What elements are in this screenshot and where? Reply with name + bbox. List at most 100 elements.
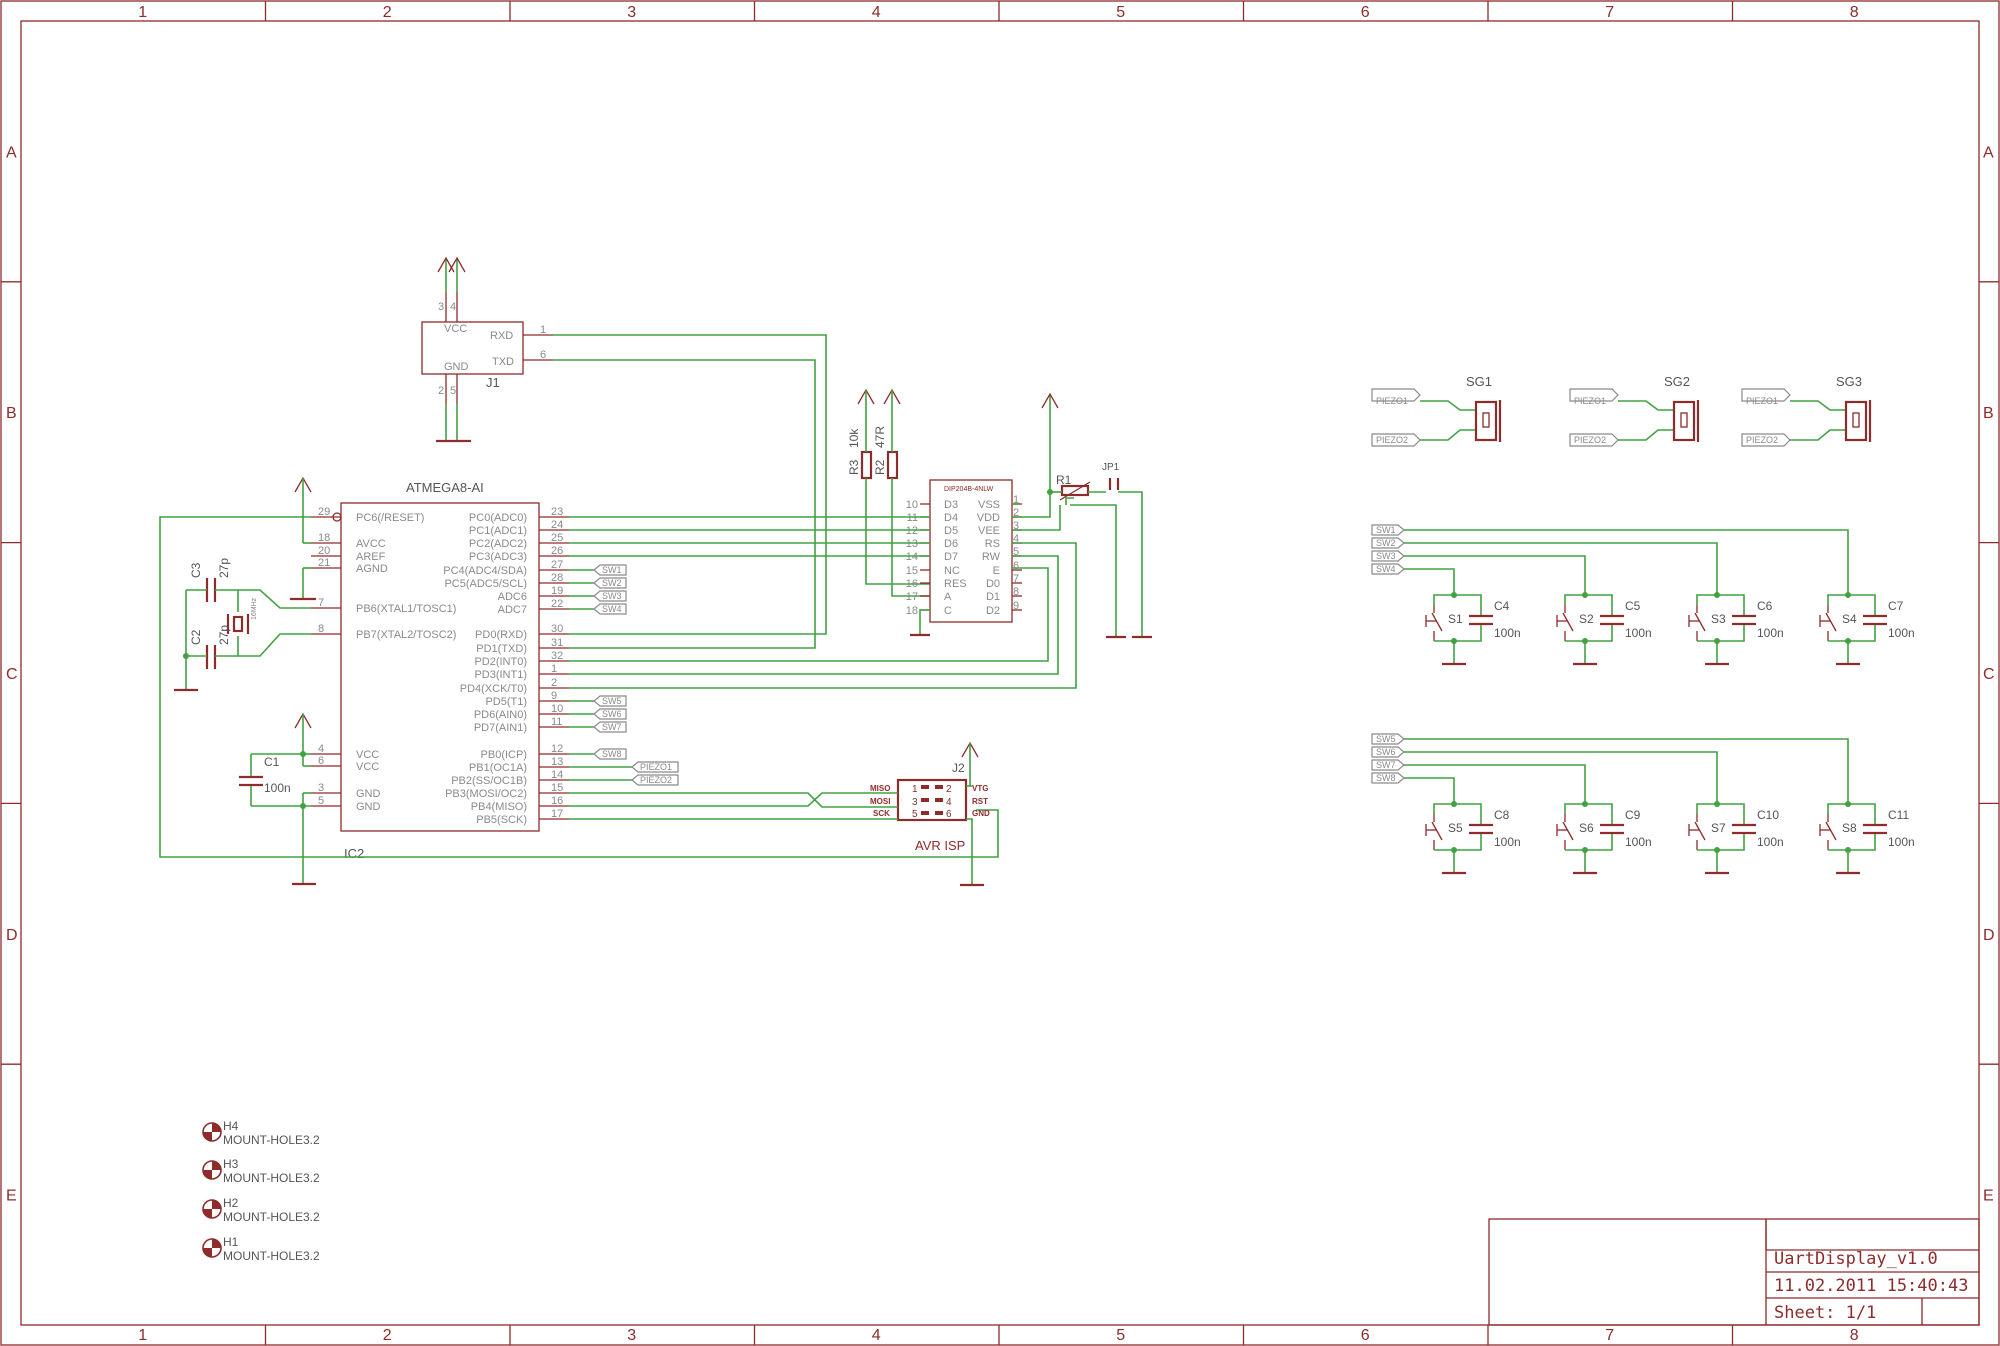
svg-text:C1: C1: [264, 755, 280, 769]
svg-text:2: 2: [946, 784, 952, 795]
svg-text:R1: R1: [1056, 473, 1072, 487]
lcd-pin-number: 16: [906, 578, 918, 590]
frame-row-label: D: [6, 927, 18, 944]
lcd-pin-name: VDD: [977, 512, 1000, 524]
svg-text:1: 1: [912, 784, 918, 795]
lcd-pin-number: 14: [906, 551, 918, 563]
mcu-pin-number: 32: [551, 650, 563, 662]
lcd-pin-name: D4: [944, 512, 958, 524]
mcu-pin-number: 17: [551, 808, 563, 820]
potentiometer-r1[interactable]: R1: [1056, 473, 1091, 501]
net-flag-label: SW1: [602, 565, 622, 575]
svg-text:R3: R3: [847, 459, 861, 475]
title-text: UartDisplay_v1.0: [1774, 1249, 1938, 1269]
hole-ref: H2: [223, 1196, 239, 1210]
capacitor-c1[interactable]: C1 100n: [239, 754, 291, 806]
net-flag: [593, 603, 627, 615]
net-flag: [593, 708, 627, 720]
mcu-pin-name: PD5(T1): [485, 696, 527, 708]
mcu-pin-number: 21: [318, 557, 330, 569]
jumper-jp1[interactable]: JP1: [1102, 462, 1120, 490]
frame-col-label: 4: [872, 4, 881, 21]
mcu-pin-name: PC1(ADC1): [469, 525, 527, 537]
frame-col-label: 4: [872, 1327, 881, 1344]
net-flag-label: SW2: [602, 578, 622, 588]
svg-text:100n: 100n: [264, 781, 291, 795]
svg-text:3: 3: [912, 797, 918, 808]
net-flag-label: SW3: [602, 591, 622, 601]
resistor-r3[interactable]: R3 10k: [847, 428, 873, 480]
lcd-pin-number: 15: [906, 565, 918, 577]
mcu-pin-number: 31: [551, 637, 563, 649]
switch-ref: S1: [1448, 612, 1463, 626]
lcd-dip204[interactable]: DIP204B-4NLW D310D411D512D613D714NC15RES…: [906, 479, 1022, 623]
gnd-symbol-j1: [436, 404, 471, 443]
mcu-pin-number: 25: [551, 532, 563, 544]
frame-col-label: 5: [1116, 4, 1125, 21]
lcd-pin-number: 2: [1013, 507, 1019, 519]
net-flag: [631, 774, 679, 786]
net-flag: [593, 564, 627, 576]
mcu-pin-name: PD6(AIN0): [474, 709, 527, 721]
hole-name: MOUNT-HOLE3.2: [223, 1171, 320, 1185]
frame-col-label: 1: [138, 4, 147, 21]
crystal[interactable]: 16MHz: [226, 597, 258, 634]
mcu-pin-number: 28: [551, 572, 563, 584]
vcc-symbol-avcc: [294, 476, 312, 544]
mcu-pin-number: 30: [551, 623, 563, 635]
mcu-pin-name: PC3(ADC3): [469, 551, 527, 563]
switch-ref: S8: [1842, 821, 1857, 835]
mcu-pin-name: PB3(MOSI/OC2): [445, 788, 527, 800]
isp-connector-j2[interactable]: J2 AVR ISP MISO MOSI SCK VTG RST GND 1 3…: [870, 761, 990, 853]
frame-col-label: 8: [1850, 1327, 1859, 1344]
mcu-pin-number: 8: [318, 623, 324, 635]
vcc-symbol-isp: [961, 741, 979, 786]
frame-row-label: A: [6, 144, 17, 161]
cap-ref: C4: [1494, 599, 1510, 613]
capacitor-c3[interactable]: C3 27p: [189, 558, 231, 602]
net-flag: [1371, 563, 1405, 575]
lcd-pin-number: 6: [1013, 560, 1019, 572]
lcd-pin-number: 3: [1013, 520, 1019, 532]
svg-text:RXD: RXD: [490, 330, 513, 342]
cap-value: 100n: [1757, 835, 1784, 849]
gnd-symbol-agnd: [290, 567, 316, 601]
mcu-pin-number: 9: [551, 690, 557, 702]
mcu-pin-number: 4: [318, 743, 324, 755]
svg-text:47R: 47R: [873, 426, 887, 448]
mcu-pin-number: 18: [318, 532, 330, 544]
switch-ref: S7: [1711, 821, 1726, 835]
mcu-atmega8[interactable]: ATMEGA8-AI IC2 PC6(/RESET)29AVCC18AREF20…: [311, 480, 569, 861]
frame-row-label: D: [1983, 927, 1995, 944]
resistor-r2[interactable]: R2 47R: [873, 426, 899, 480]
switch-s1[interactable]: S1 C4 100n: [1425, 592, 1521, 666]
net-flag: [593, 721, 627, 733]
cap-ref: C9: [1625, 808, 1641, 822]
net-flag-label: SW4: [602, 604, 622, 614]
gnd-symbol-lcd: [910, 609, 930, 637]
vcc-symbol-mcu: [251, 712, 312, 767]
frame-row-label: C: [1983, 666, 1995, 683]
mcu-pin-name: PB1(OC1A): [469, 762, 527, 774]
connector-j1[interactable]: VCC GND RXD TXD J1 3 4 2 5 1 6: [421, 292, 553, 404]
frame-col-label: 7: [1605, 1327, 1614, 1344]
lcd-pin-name: RES: [944, 578, 967, 590]
capacitor-c2[interactable]: C2 27p: [189, 625, 231, 669]
lcd-pin-name: RS: [985, 538, 1000, 550]
mcu-pin-name: PD0(RXD): [475, 629, 527, 641]
cap-ref: C5: [1625, 599, 1641, 613]
net-flag-label: SW6: [602, 709, 622, 719]
cap-value: 100n: [1494, 626, 1521, 640]
date-text: 11.02.2011 15:40:43: [1774, 1276, 1968, 1296]
